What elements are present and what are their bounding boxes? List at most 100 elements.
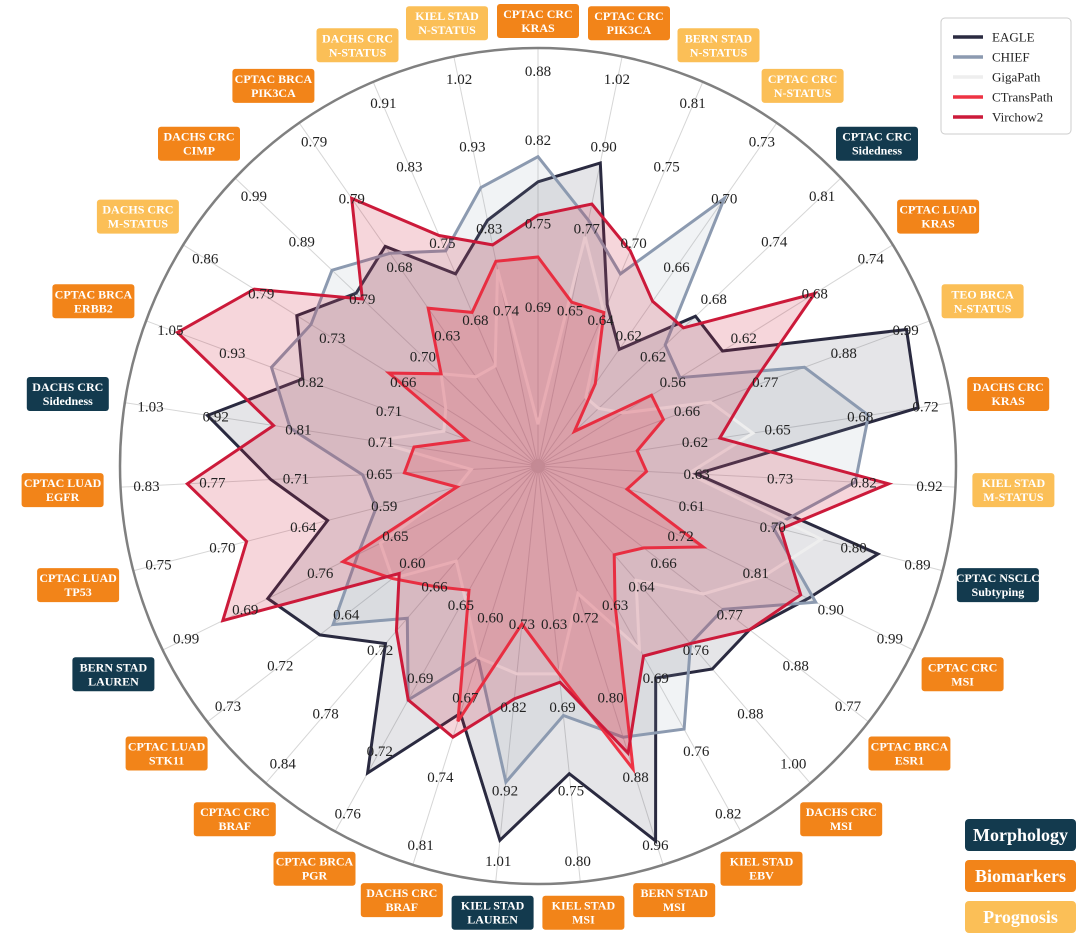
category-box [633, 883, 716, 918]
value-label: 0.74 [761, 234, 788, 250]
category-box [836, 126, 918, 161]
legend-label: GigaPath [992, 70, 1041, 85]
value-label: 0.76 [683, 643, 710, 659]
category-line-2: Sidedness [43, 394, 93, 408]
category-box [677, 28, 760, 63]
spoke-line [537, 177, 842, 467]
spoke-line [412, 465, 539, 865]
outer-ring [118, 46, 958, 886]
axis-max-label: 0.81 [407, 838, 433, 854]
outer-circle [118, 46, 958, 886]
category-box [972, 473, 1055, 508]
category-box [542, 895, 625, 930]
value-label: 0.68 [701, 292, 727, 308]
value-label: 0.78 [312, 706, 338, 722]
value-label: 0.76 [683, 744, 710, 760]
value-label: 0.62 [640, 350, 666, 366]
value-label: 0.59 [371, 499, 397, 515]
value-label: 0.62 [731, 331, 757, 347]
value-label: 0.64 [628, 580, 655, 596]
category-line-2: LAUREN [88, 674, 139, 688]
axis-max-label: 1.01 [485, 854, 511, 870]
legend-label: EAGLE [992, 30, 1035, 45]
value-label: 0.88 [622, 770, 648, 786]
axis-max-label: 1.02 [446, 72, 472, 88]
category-line-2: PIK3CA [607, 23, 652, 37]
value-label: 0.76 [307, 566, 334, 582]
value-label: 0.70 [410, 350, 436, 366]
category-line-1: DACHS CRC [973, 380, 1044, 394]
axis-max-label: 0.91 [370, 96, 396, 112]
category-line-2: M-STATUS [983, 490, 1044, 504]
spoke-line [537, 320, 931, 467]
value-label: 0.68 [802, 287, 828, 303]
category-line-1: CPTAC BRCA [235, 72, 313, 86]
category-line-1: DACHS CRC [163, 130, 234, 144]
category-line-1: KIEL STAD [461, 899, 525, 913]
value-label: 0.71 [376, 404, 402, 420]
spoke-line [537, 465, 914, 651]
value-label: 0.68 [847, 410, 873, 426]
series-eagle-polygon [204, 161, 920, 844]
legend-item: GigaPath [953, 70, 1041, 85]
category-line-2: Subtyping [972, 585, 1025, 599]
category-box [193, 802, 276, 837]
value-label: 0.75 [429, 236, 455, 252]
category-line-1: CPTAC BRCA [55, 287, 133, 301]
category-box [232, 68, 315, 103]
value-label: 0.90 [590, 140, 616, 156]
category-box [497, 4, 579, 38]
value-label: 0.62 [616, 329, 642, 345]
value-label: 0.92 [492, 783, 518, 799]
category-line-2: M-STATUS [108, 217, 169, 231]
value-label: 0.93 [459, 140, 485, 156]
axis-max-label: 0.89 [904, 557, 930, 573]
value-label: 0.75 [525, 217, 551, 233]
category-box [967, 377, 1050, 411]
spoke-line [265, 465, 539, 784]
value-label: 0.65 [557, 303, 583, 319]
value-label: 0.65 [366, 467, 392, 483]
value-label: 0.69 [232, 603, 258, 619]
category-box [761, 68, 844, 103]
value-label: 0.77 [199, 476, 226, 492]
category-line-1: CPTAC CRC [594, 9, 663, 23]
value-label: 0.75 [558, 783, 584, 799]
legend-label: Virchow2 [992, 110, 1043, 125]
value-label: 0.82 [850, 476, 876, 492]
axis-max-label: 0.73 [749, 134, 775, 150]
value-label: 0.64 [587, 313, 614, 329]
value-label: 0.70 [209, 541, 235, 557]
category-line-1: CPTAC LUAD [128, 740, 206, 754]
value-label: 0.73 [509, 617, 535, 633]
group-legend-box [965, 819, 1076, 851]
value-label: 0.77 [574, 222, 601, 238]
value-label: 0.66 [650, 556, 677, 572]
spoke-line [234, 177, 539, 467]
value-label: 0.60 [399, 556, 425, 572]
category-box [273, 851, 356, 886]
axis-max-label: 0.99 [241, 189, 267, 205]
axis-max-label: 0.82 [715, 807, 741, 823]
value-label: 0.92 [203, 410, 229, 426]
axis-max-label: 1.05 [157, 323, 183, 339]
category-line-2: TP53 [64, 585, 91, 599]
radial-grid [120, 48, 956, 882]
value-label: 0.79 [349, 292, 375, 308]
value-label: 0.69 [525, 300, 551, 316]
category-line-2: MSI [663, 900, 686, 914]
axis-max-label: 0.86 [192, 252, 219, 268]
value-label: 0.69 [643, 671, 669, 687]
